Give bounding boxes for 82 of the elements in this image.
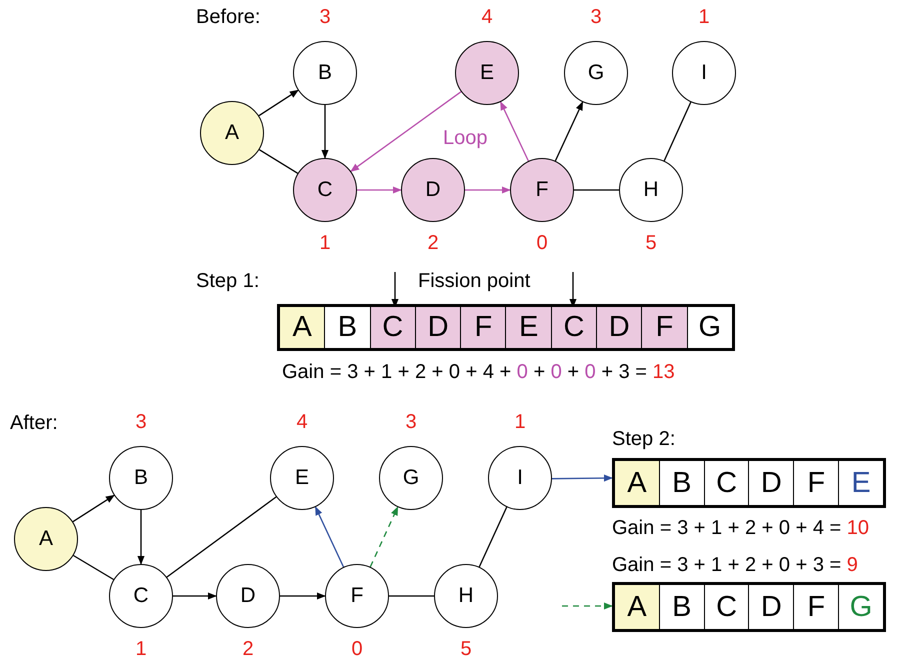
weight-label: 3	[318, 6, 332, 29]
arrow	[173, 592, 217, 600]
arrow	[562, 602, 613, 610]
node-label: A	[224, 121, 239, 145]
arrow	[350, 91, 462, 172]
text-label: Step 2:	[612, 428, 676, 451]
text-label: Gain = 3 + 1 + 2 + 0 + 4 = 10	[612, 517, 869, 540]
connector-line	[73, 554, 114, 580]
sequence-cell: A	[615, 461, 659, 505]
arrow	[280, 592, 326, 600]
text-label: Gain = 3 + 1 + 2 + 0 + 3 = 9	[612, 554, 858, 577]
connector-line	[389, 595, 434, 597]
sequence-cell: D	[596, 307, 642, 348]
sequence-cell: C	[704, 585, 748, 629]
loop-label: Loop	[443, 127, 488, 150]
node-label: G	[588, 61, 604, 85]
node-label: D	[425, 178, 441, 202]
node-label: C	[133, 584, 149, 608]
node-label: E	[294, 466, 309, 490]
node-label: C	[317, 178, 333, 202]
node-label: H	[643, 178, 659, 202]
arrow	[137, 510, 145, 565]
sequence-cell: C	[704, 461, 748, 505]
sequence-array	[277, 304, 735, 351]
node-label: G	[402, 466, 420, 490]
node-label: F	[536, 178, 548, 202]
connector-line	[574, 189, 619, 191]
weight-label: 0	[535, 232, 549, 255]
node-label: I	[517, 466, 523, 490]
connector-line	[478, 506, 508, 568]
node-label: A	[38, 527, 53, 551]
sequence-cell: A	[615, 585, 659, 629]
weight-label: 3	[589, 6, 603, 29]
sequence-array	[612, 582, 886, 632]
text-label: Step 1:	[196, 270, 260, 293]
node-label: B	[318, 61, 332, 85]
sequence-cell: F	[460, 307, 506, 348]
sequence-cell: E	[505, 307, 551, 348]
sequence-cell: F	[641, 307, 687, 348]
arrow	[314, 506, 344, 568]
weight-label: 2	[241, 638, 255, 661]
weight-label: 1	[513, 411, 527, 434]
node-label: I	[701, 61, 707, 85]
weight-label: 4	[480, 6, 494, 29]
text-label: Gain = 3 + 1 + 2 + 0 + 4 + 0 + 0 + 0 + 3 = 13	[282, 361, 675, 384]
weight-label: 5	[644, 232, 658, 255]
node-label: F	[350, 584, 364, 608]
weight-label: 0	[350, 638, 364, 661]
arrow	[554, 101, 584, 162]
arrow	[500, 101, 529, 162]
arrow	[321, 105, 329, 159]
sequence-array	[612, 458, 886, 508]
node-label: D	[240, 584, 256, 608]
arrow	[370, 506, 398, 568]
arrow	[357, 186, 402, 194]
connector-line	[258, 149, 298, 174]
weight-label: 1	[318, 232, 332, 255]
weight-label: 2	[426, 232, 440, 255]
sequence-cell: C	[370, 307, 415, 348]
node-label: E	[480, 61, 494, 85]
weight-label: 3	[134, 411, 148, 434]
connector-line	[664, 102, 692, 162]
sequence-cell: D	[748, 585, 794, 629]
annotation-label: Fission point	[418, 270, 530, 293]
sequence-cell: A	[280, 307, 324, 348]
weight-label: 3	[404, 411, 418, 434]
text-label: After:	[10, 412, 58, 435]
weight-label: 1	[697, 6, 711, 29]
node-label: H	[458, 584, 474, 608]
weight-label: 1	[134, 638, 148, 661]
arrow	[72, 494, 115, 522]
arrow	[465, 186, 511, 194]
node-label: B	[134, 466, 148, 490]
arrow	[552, 474, 613, 482]
sequence-cell: C	[550, 307, 596, 348]
weight-label: 5	[459, 638, 473, 661]
text-label: Before:	[196, 6, 260, 29]
connector-line	[166, 496, 277, 578]
weight-label: 4	[295, 411, 309, 434]
sequence-cell: D	[414, 307, 460, 348]
arrow	[258, 90, 299, 116]
sequence-cell: D	[748, 461, 794, 505]
